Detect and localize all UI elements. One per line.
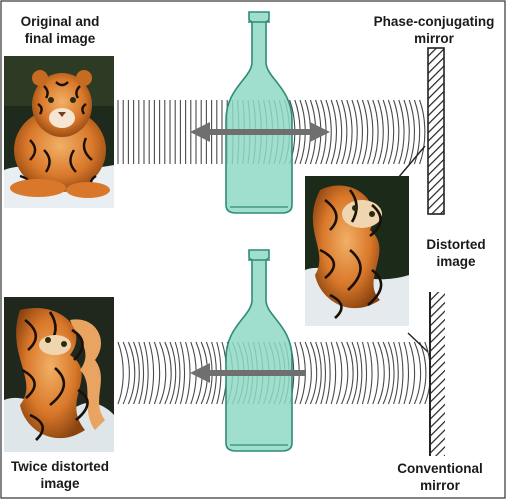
distorted-tiger-image: [305, 176, 409, 326]
phase-conjugating-mirror: [428, 48, 444, 214]
wavefront-line: [154, 342, 159, 404]
wavefront-line: [336, 100, 341, 164]
wavefront-line: [373, 342, 378, 404]
label-line: Twice distorted: [2, 458, 118, 475]
wavefront-line: [409, 342, 414, 404]
wavefront-line: [378, 342, 384, 404]
label-line: Distorted: [414, 236, 498, 253]
wavefront-line: [409, 100, 414, 164]
label-line: Phase-conjugating: [366, 13, 502, 30]
wavefront-line: [399, 342, 403, 404]
wavefront-line: [352, 100, 357, 164]
label-line: Original and: [8, 13, 112, 30]
wavefront-line: [404, 100, 409, 164]
bottle-icon: [226, 12, 292, 213]
label-line: mirror: [388, 477, 492, 494]
wavefront-line: [118, 342, 123, 404]
wavefront-line: [414, 342, 420, 404]
wavefront-line: [336, 342, 341, 404]
label-line: Conventional: [388, 460, 492, 477]
conventional-mirror: [430, 292, 445, 456]
twice-distorted-tiger-image: [4, 297, 114, 452]
wavefront-line: [326, 342, 330, 404]
wavefront-line: [186, 342, 190, 404]
wavefront-line: [378, 100, 383, 164]
twice-distorted-image-label: Twice distorted image: [2, 458, 118, 492]
wavefront-line: [368, 342, 372, 404]
distorted-image-label: Distorted image: [414, 236, 498, 270]
wavefront-line: [373, 100, 378, 164]
label-line: image: [2, 475, 118, 492]
label-line: final image: [8, 30, 112, 47]
original-tiger-image: [4, 56, 114, 208]
wavefront-line: [394, 100, 399, 164]
wavefront-line: [368, 100, 373, 164]
wavefront-line: [399, 100, 404, 164]
wavefront-line: [420, 100, 425, 164]
wavefront-line: [160, 342, 166, 404]
wavefront-line: [362, 100, 367, 164]
wavefront-line: [357, 100, 362, 164]
wavefront-line: [331, 100, 336, 164]
wavefront-line: [149, 342, 153, 404]
wavefront-line: [383, 100, 388, 164]
wavefront-line: [342, 100, 347, 164]
wavefront-line: [404, 342, 409, 404]
phase-conjugating-mirror-label: Phase-conjugating mirror: [366, 13, 502, 47]
wavefront-line: [347, 100, 352, 164]
wavefront-line: [342, 342, 348, 404]
original-final-image-label: Original and final image: [8, 13, 112, 47]
label-line: image: [414, 253, 498, 270]
bottle-icon: [226, 250, 292, 451]
label-line: mirror: [366, 30, 502, 47]
wavefront-line: [180, 342, 184, 404]
wavefront-line: [388, 100, 393, 164]
wavefront-line: [123, 342, 129, 404]
conventional-mirror-label: Conventional mirror: [388, 460, 492, 494]
wavefront-line: [331, 342, 335, 404]
wavefront-line: [305, 342, 311, 404]
wavefront-line: [362, 342, 366, 404]
wavefront-line: [144, 342, 148, 404]
